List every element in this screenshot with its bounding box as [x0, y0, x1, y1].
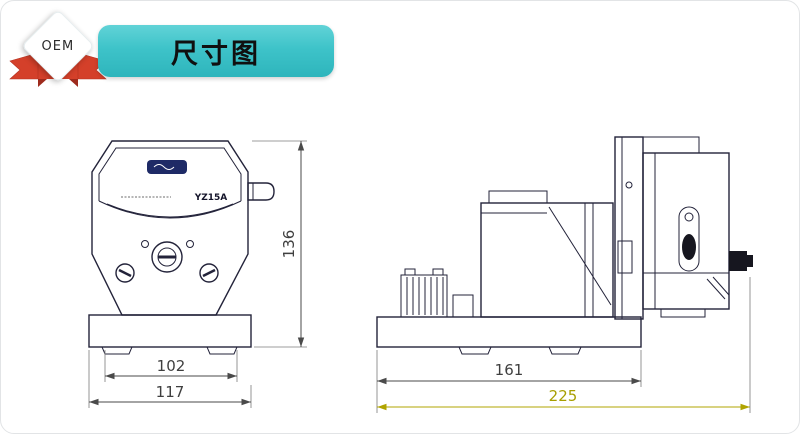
- shaft-tip: [747, 255, 753, 267]
- pin-hole-right: [186, 240, 194, 248]
- dim-text-225: 225: [549, 387, 578, 405]
- motor-body: [480, 190, 614, 318]
- pump-head-side: [642, 136, 753, 318]
- base-plate-side: [376, 316, 642, 348]
- mounting-plate: [614, 136, 644, 320]
- clamp-lever: [247, 182, 275, 201]
- brand-logo-mark: [153, 164, 175, 170]
- dim-text-117: 117: [156, 383, 185, 401]
- ribbon-left-wing: [9, 52, 39, 80]
- pump-front-view: YZ15A: [88, 140, 275, 355]
- side-foot-right: [548, 346, 582, 355]
- pump-cover-arc: [98, 200, 242, 219]
- support-bracket: [548, 206, 612, 306]
- dimension-width-117: 117: [88, 350, 252, 408]
- pump-cover-arc-inner: [106, 203, 234, 218]
- right-screw: [199, 263, 219, 283]
- terminal-block: [400, 268, 448, 318]
- roller: [682, 234, 696, 260]
- page-title: 尺寸图: [171, 38, 261, 70]
- dimension-height-136: 136: [252, 140, 307, 348]
- roller-slot: [678, 206, 700, 272]
- dim-text-136: 136: [280, 230, 298, 259]
- brand-logo: [147, 160, 187, 174]
- title-banner: 尺寸图: [98, 25, 334, 77]
- dim-text-102: 102: [157, 357, 186, 375]
- pump-model-label: YZ15A: [194, 193, 228, 203]
- roller-hub: [151, 241, 183, 273]
- base-foot-right: [206, 346, 238, 355]
- dimension-width-102: 102: [104, 350, 238, 382]
- pump-base-front: [88, 314, 252, 348]
- drive-shaft: [729, 251, 747, 271]
- dimension-length-161: 161: [376, 350, 642, 387]
- oem-badge-label: OEM: [41, 38, 75, 54]
- small-block: [452, 294, 474, 318]
- pin-hole-left: [141, 240, 149, 248]
- dim-text-161: 161: [495, 361, 524, 379]
- base-foot-left: [101, 346, 133, 355]
- dimension-length-225: 225: [376, 277, 751, 413]
- ribbon-left-fold: [38, 79, 47, 87]
- pump-side-view: [376, 136, 753, 355]
- ribbon-right-fold: [69, 79, 78, 87]
- pump-cover-outline: [98, 147, 242, 201]
- left-screw: [115, 263, 135, 283]
- side-foot-left: [458, 346, 492, 355]
